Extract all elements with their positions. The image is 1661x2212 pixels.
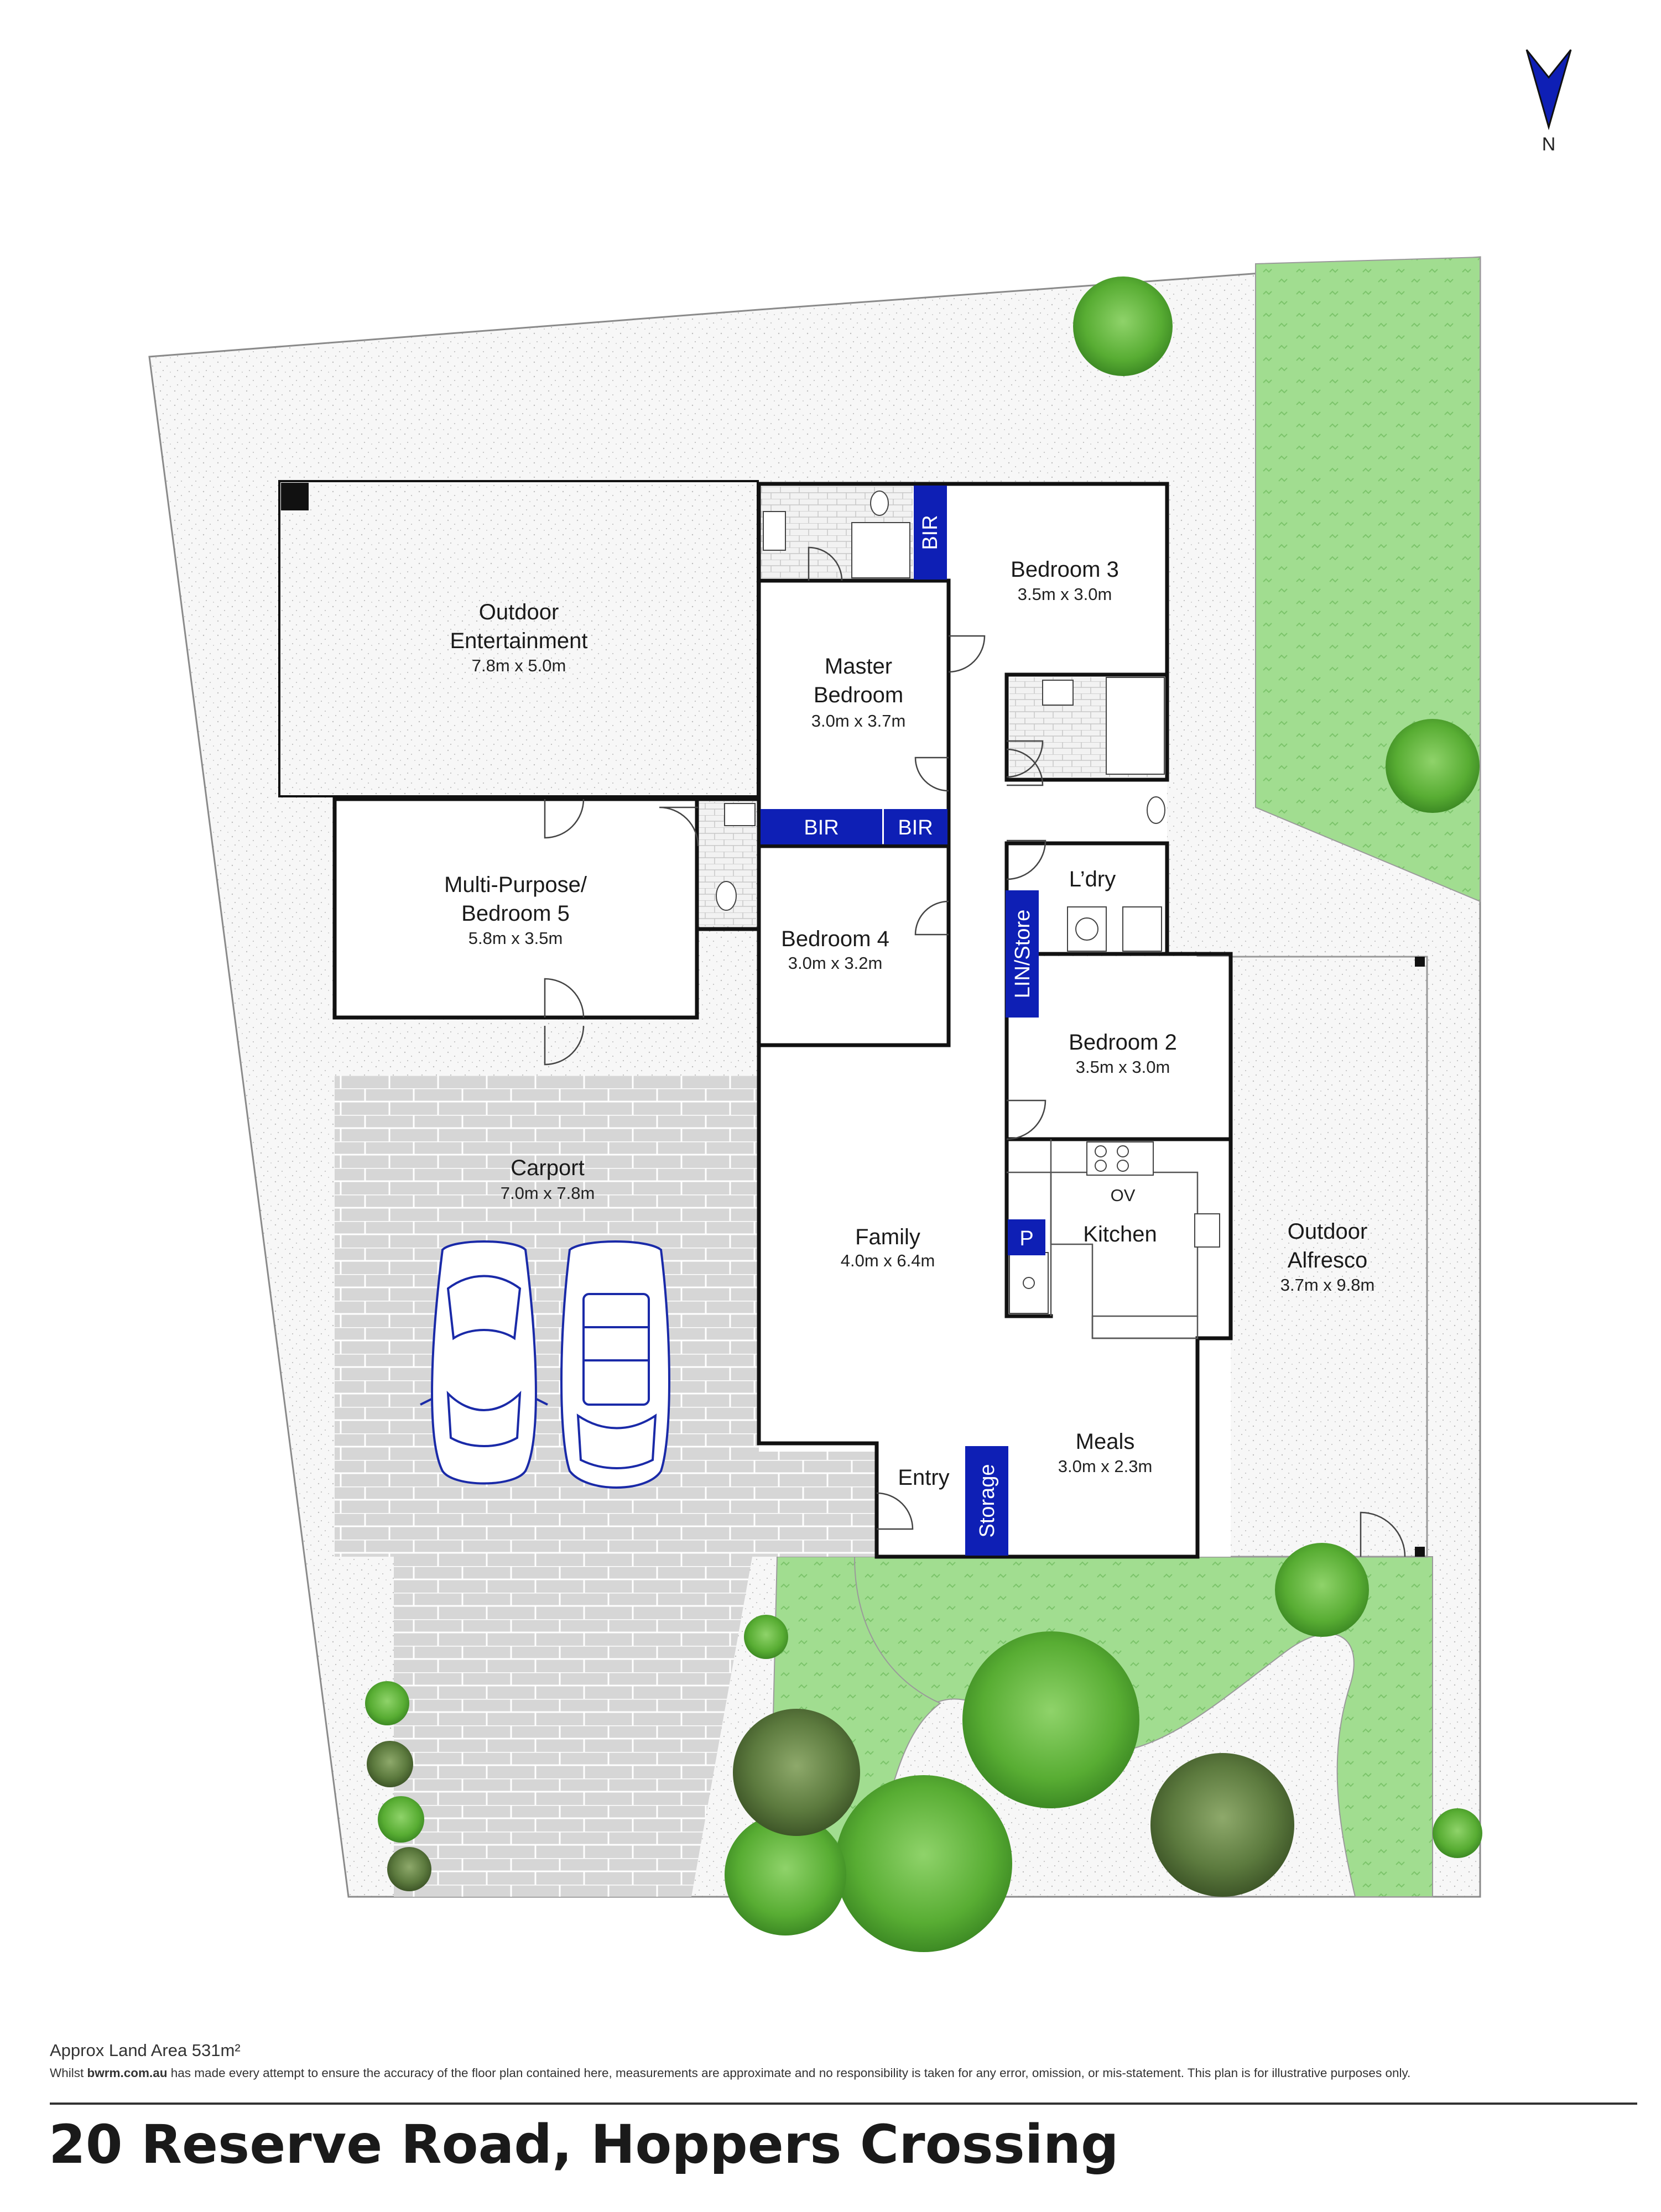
oven-label: OV bbox=[1111, 1186, 1136, 1205]
car-left bbox=[420, 1240, 548, 1485]
bedroom-2-size: 3.5m x 3.0m bbox=[1076, 1057, 1170, 1077]
toilet bbox=[1147, 796, 1165, 824]
meals-name: Meals bbox=[1076, 1430, 1135, 1454]
tree bbox=[835, 1775, 1012, 1952]
shrub bbox=[365, 1681, 409, 1725]
shrub bbox=[387, 1847, 431, 1891]
pantry-label: P bbox=[1019, 1227, 1033, 1250]
disclaimer: Whilst bwrm.com.au has made every attemp… bbox=[50, 2066, 1632, 2080]
bedroom-3-name: Bedroom 3 bbox=[1011, 557, 1119, 582]
pantry bbox=[1008, 1219, 1045, 1255]
kitchen-sink bbox=[1194, 1213, 1220, 1248]
master-bedroom-name-2: Bedroom bbox=[814, 683, 903, 707]
landscaping bbox=[365, 276, 1482, 1952]
toilet bbox=[870, 491, 889, 516]
tree bbox=[733, 1709, 860, 1836]
alfresco-name-1: Outdoor bbox=[1288, 1219, 1368, 1244]
shrub bbox=[1433, 1808, 1482, 1858]
room-labels: Outdoor Entertainment 7.8m x 5.0m Master… bbox=[444, 557, 1374, 1490]
shrub bbox=[367, 1741, 413, 1787]
laundry-tub bbox=[1122, 906, 1162, 952]
alfresco-size: 3.7m x 9.8m bbox=[1280, 1275, 1375, 1295]
carport-paving bbox=[335, 1076, 761, 1557]
family-name: Family bbox=[855, 1225, 920, 1249]
lin-store-label: LIN/Store bbox=[1011, 910, 1034, 999]
storage-cupboard bbox=[965, 1446, 1008, 1556]
disclaimer-pre: Whilst bbox=[50, 2066, 87, 2080]
north-arrow: N bbox=[1525, 49, 1572, 155]
laundry-name: L’dry bbox=[1069, 867, 1116, 891]
house-walls bbox=[332, 482, 1233, 1559]
carport-size: 7.0m x 7.8m bbox=[501, 1183, 595, 1203]
outdoor-entertainment-area bbox=[278, 480, 759, 797]
tree bbox=[962, 1631, 1139, 1808]
bedroom-2-name: Bedroom 2 bbox=[1069, 1030, 1177, 1055]
tree bbox=[725, 1814, 846, 1936]
bir-top bbox=[914, 486, 947, 580]
storage-label: Storage bbox=[976, 1464, 999, 1537]
driveway bbox=[394, 1557, 752, 1897]
multi-purpose-name-2: Bedroom 5 bbox=[461, 901, 570, 926]
north-label: N bbox=[1542, 134, 1556, 155]
bedroom-4-size: 3.0m x 3.2m bbox=[788, 953, 883, 973]
stove bbox=[1086, 1141, 1154, 1176]
wc-basin bbox=[724, 803, 756, 826]
tree bbox=[1275, 1543, 1369, 1637]
land-area: Approx Land Area 531m² bbox=[50, 2041, 241, 2060]
master-bedroom-size: 3.0m x 3.7m bbox=[811, 711, 906, 731]
meals-size: 3.0m x 2.3m bbox=[1058, 1457, 1153, 1476]
multi-purpose-size: 5.8m x 3.5m bbox=[468, 928, 563, 948]
bathroom-vanity bbox=[1042, 680, 1074, 706]
bedroom-4-name: Bedroom 4 bbox=[781, 927, 889, 951]
tree bbox=[1150, 1753, 1294, 1897]
disclaimer-post: has made every attempt to ensure the acc… bbox=[167, 2066, 1411, 2080]
multi-purpose-name-1: Multi-Purpose/ bbox=[444, 873, 587, 897]
outdoor-entertainment-name-1: Outdoor bbox=[479, 600, 559, 624]
kitchen-name: Kitchen bbox=[1083, 1222, 1157, 1246]
vanity bbox=[763, 511, 786, 551]
bir-right-label: BIR bbox=[898, 816, 933, 839]
footer-divider bbox=[50, 2103, 1637, 2105]
outdoor-entertainment-size: 7.8m x 5.0m bbox=[472, 656, 566, 675]
bir-left bbox=[761, 809, 882, 844]
laundry-machine bbox=[1067, 906, 1107, 952]
outdoor-alfresco-area bbox=[1196, 956, 1428, 1558]
shower bbox=[851, 522, 910, 578]
entry-paving bbox=[761, 1452, 877, 1557]
bir-right bbox=[884, 809, 947, 844]
bedroom-3-size: 3.5m x 3.0m bbox=[1018, 585, 1112, 604]
shrub bbox=[378, 1796, 424, 1843]
tree bbox=[744, 1615, 788, 1659]
disclaimer-site: bwrm.com.au bbox=[87, 2066, 168, 2080]
outdoor-entertainment-name-2: Entertainment bbox=[450, 629, 587, 653]
car-right bbox=[560, 1240, 670, 1489]
property-address: 20 Reserve Road, Hoppers Crossing bbox=[49, 2114, 1119, 2176]
tree bbox=[1073, 276, 1173, 376]
post bbox=[1415, 957, 1425, 967]
post bbox=[281, 483, 309, 510]
doors bbox=[544, 546, 1406, 1557]
bir-left-label: BIR bbox=[804, 816, 839, 839]
family-size: 4.0m x 6.4m bbox=[841, 1251, 935, 1270]
fridge bbox=[1009, 1252, 1049, 1314]
alfresco-name-2: Alfresco bbox=[1288, 1248, 1368, 1272]
carport-name: Carport bbox=[511, 1156, 584, 1180]
tree bbox=[1386, 719, 1480, 813]
bir-top-label: BIR bbox=[919, 515, 942, 550]
post bbox=[1415, 1547, 1425, 1557]
bath bbox=[1106, 677, 1165, 775]
master-bedroom-name-1: Master bbox=[825, 654, 892, 679]
kitchen-island bbox=[1050, 1139, 1199, 1339]
entry-name: Entry bbox=[898, 1465, 949, 1490]
storage-blocks: BIR BIR BIR LIN/Store P Storage bbox=[761, 486, 1045, 1556]
lin-store bbox=[1006, 890, 1039, 1018]
toilet bbox=[716, 881, 737, 911]
